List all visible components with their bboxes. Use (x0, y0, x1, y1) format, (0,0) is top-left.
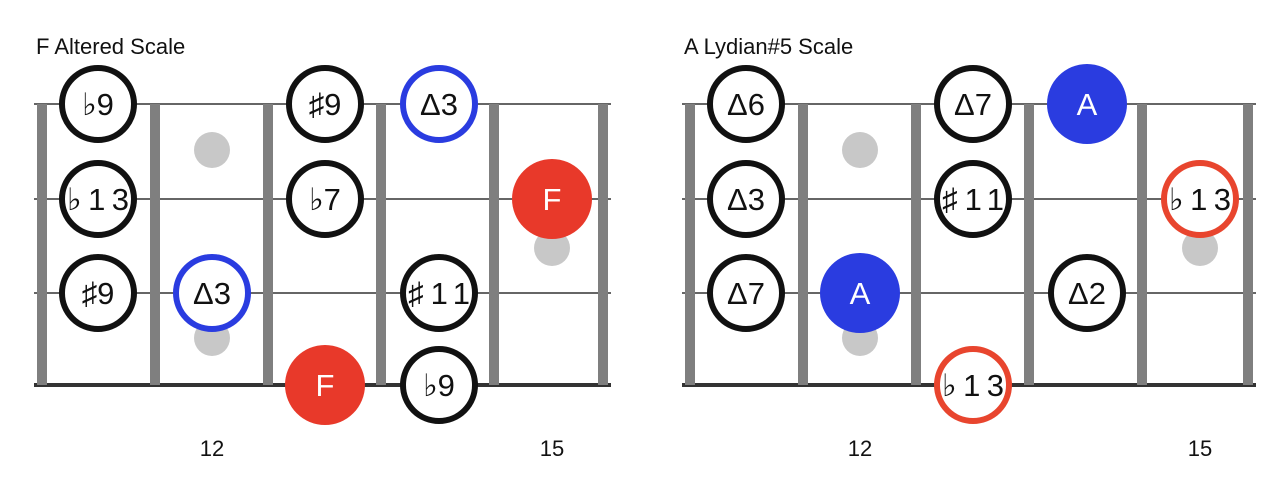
scale-note: Δ2 (1048, 254, 1126, 332)
note-label: F (543, 182, 562, 217)
note-circle (934, 65, 1012, 143)
note-label: Δ3 (727, 182, 765, 217)
note-label: ♭13 (1169, 182, 1231, 217)
note-label: ♯9 (309, 87, 342, 122)
scale-note: ♯11 (934, 160, 1012, 238)
note-label: Δ7 (727, 276, 765, 311)
fret-bar (685, 104, 695, 385)
scale-note: ♭9 (59, 65, 137, 143)
note-circle (934, 160, 1012, 238)
note-circle (285, 345, 365, 425)
note-circle (707, 160, 785, 238)
note-circle (1047, 64, 1127, 144)
note-circle (59, 160, 137, 238)
fret-bar (598, 104, 608, 385)
fret-bar (1024, 104, 1034, 385)
note-circle (286, 65, 364, 143)
note-label: F (316, 368, 335, 403)
note-label: ♯11 (942, 182, 1004, 217)
note-circle (400, 346, 478, 424)
scale-note: ♭13 (59, 160, 137, 238)
note-label: Δ2 (1068, 276, 1106, 311)
note-circle (707, 65, 785, 143)
note-label: A (1077, 87, 1098, 122)
note-label: ♭13 (942, 368, 1004, 403)
scale-note: ♯9 (59, 254, 137, 332)
scale-note: Δ7 (707, 254, 785, 332)
note-label: Δ6 (727, 87, 765, 122)
diagram-title: A Lydian#5 Scale (684, 34, 853, 59)
note-label: ♭9 (82, 87, 114, 122)
fret-bar (263, 104, 273, 385)
fret-number-15: 15 (1188, 436, 1212, 461)
fret-inlay-dot (1182, 230, 1218, 266)
note-circle (1161, 160, 1239, 238)
scale-note: A (1047, 64, 1127, 144)
fret-bar (376, 104, 386, 385)
fret-inlay-dot (842, 132, 878, 168)
scale-note: ♭7 (286, 160, 364, 238)
scale-note: ♭13 (934, 346, 1012, 424)
note-label: Δ3 (193, 276, 231, 311)
fret-bar (798, 104, 808, 385)
note-label: ♭9 (423, 368, 455, 403)
note-label: A (850, 276, 871, 311)
note-circle (707, 254, 785, 332)
scale-note: ♭9 (400, 346, 478, 424)
scale-note: F (512, 159, 592, 239)
scale-note: Δ3 (173, 254, 251, 332)
note-label: ♭13 (67, 182, 129, 217)
scale-note: ♯9 (286, 65, 364, 143)
note-circle (820, 253, 900, 333)
fret-number-12: 12 (848, 436, 872, 461)
fret-bar (150, 104, 160, 385)
fret-inlay-dot (534, 230, 570, 266)
scale-note: ♭13 (1161, 160, 1239, 238)
fretboard (34, 103, 611, 387)
note-label: Δ3 (420, 87, 458, 122)
note-label: Δ7 (954, 87, 992, 122)
note-circle (400, 65, 478, 143)
scale-note: ♯11 (400, 254, 478, 332)
note-circle (934, 346, 1012, 424)
scale-note: Δ3 (400, 65, 478, 143)
fret-bar (37, 104, 47, 385)
fret-inlay-dot (194, 132, 230, 168)
scale-note: Δ7 (934, 65, 1012, 143)
note-label: ♭7 (309, 182, 341, 217)
note-circle (59, 65, 137, 143)
diagram-title: F Altered Scale (36, 34, 185, 59)
scale-note: A (820, 253, 900, 333)
fret-bar (911, 104, 921, 385)
scale-note: Δ6 (707, 65, 785, 143)
fret-bar (489, 104, 499, 385)
note-circle (173, 254, 251, 332)
fretboard (682, 103, 1256, 387)
fret-bar (1137, 104, 1147, 385)
note-circle (1048, 254, 1126, 332)
fret-number-15: 15 (540, 436, 564, 461)
fret-bar (1243, 104, 1253, 385)
scale-note: F (285, 345, 365, 425)
fret-number-12: 12 (200, 436, 224, 461)
note-label: ♯9 (82, 276, 115, 311)
note-label: ♯11 (408, 276, 470, 311)
note-circle (400, 254, 478, 332)
note-circle (512, 159, 592, 239)
note-circle (59, 254, 137, 332)
note-circle (286, 160, 364, 238)
scale-note: Δ3 (707, 160, 785, 238)
